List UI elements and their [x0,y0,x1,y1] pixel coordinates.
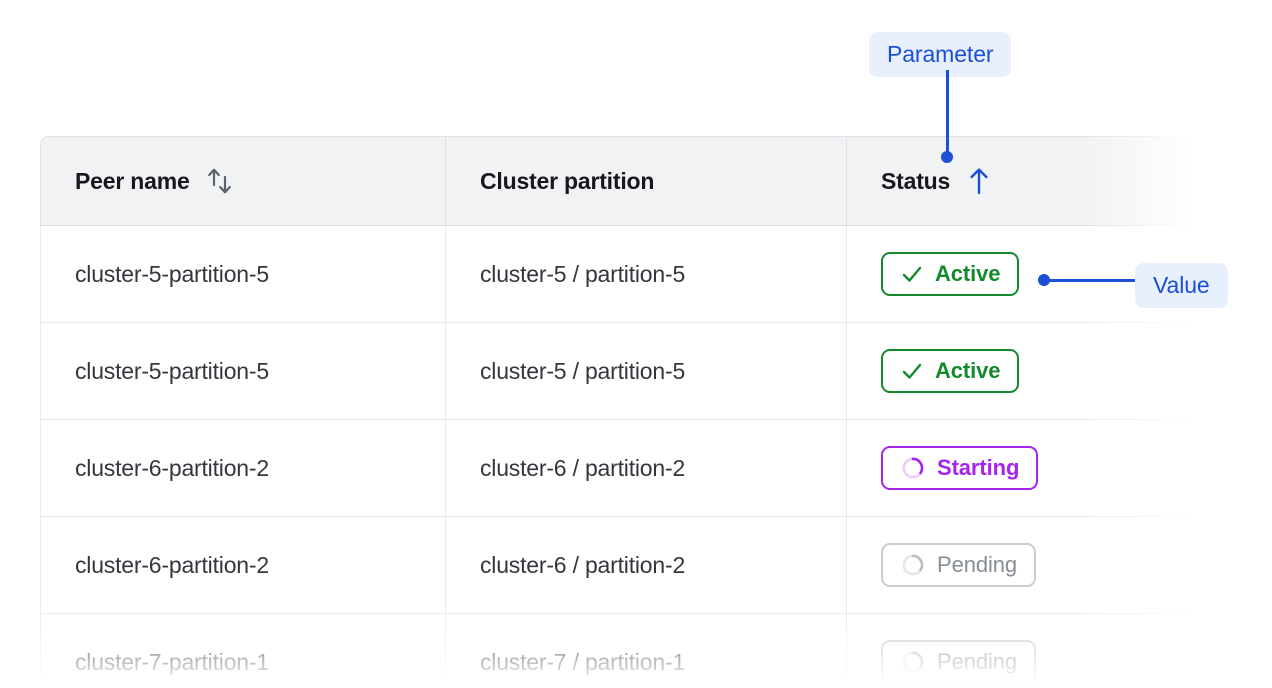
annotation-anchor-dot-parameter [941,151,953,163]
column-header-peer-name[interactable]: Peer name [40,136,445,226]
column-header-peer-name-label: Peer name [75,167,190,194]
status-badge-label: Pending [937,649,1018,674]
sort-updown-icon[interactable] [206,166,234,196]
cell-peer-name: cluster-7-partition-1 [40,614,445,688]
spinner-icon [902,554,924,576]
status-badge: Starting [881,446,1039,490]
status-badge: Active [881,349,1020,393]
data-table-container: Peer name Cluster partit [40,136,1200,688]
cell-cluster-partition: cluster-6 / partition-2 [445,420,846,517]
arrow-up-icon[interactable] [966,166,992,196]
column-header-cluster-partition[interactable]: Cluster partition [445,136,846,226]
cell-status: Active [846,323,1200,420]
status-badge: Pending [881,543,1037,587]
annotation-callout-parameter: Parameter [869,32,1012,77]
cell-cluster-partition: cluster-6 / partition-2 [445,517,846,614]
cell-status: Starting [846,420,1200,517]
status-badge: Active [881,252,1020,296]
status-badge: Pending [881,640,1037,684]
column-header-cluster-partition-label: Cluster partition [480,167,655,194]
table-header: Peer name Cluster partit [40,136,1200,226]
cell-cluster-partition: cluster-5 / partition-5 [445,323,846,420]
status-badge-label: Pending [937,552,1018,577]
cell-status: Pending [846,614,1200,688]
spinner-icon [902,651,924,673]
status-badge-label: Active [935,358,1001,383]
column-header-status-label: Status [881,167,951,194]
annotation-anchor-dot-value [1038,274,1050,286]
annotation-leader-line-parameter [946,70,949,158]
cell-cluster-partition: cluster-7 / partition-1 [445,614,846,688]
annotation-leader-line-value [1049,279,1135,282]
peers-table: Peer name Cluster partit [40,136,1200,688]
cell-cluster-partition: cluster-5 / partition-5 [445,226,846,323]
table-header-row: Peer name Cluster partit [40,136,1200,226]
cell-peer-name: cluster-6-partition-2 [40,517,445,614]
annotation-callout-value: Value [1135,263,1228,308]
cell-status: Pending [846,517,1200,614]
check-icon [902,266,922,282]
cell-peer-name: cluster-5-partition-5 [40,323,445,420]
column-header-status[interactable]: Status [846,136,1200,226]
cell-peer-name: cluster-5-partition-5 [40,226,445,323]
cell-peer-name: cluster-6-partition-2 [40,420,445,517]
check-icon [902,363,922,379]
status-badge-label: Active [935,261,1001,286]
spinner-icon [902,457,924,479]
status-badge-label: Starting [937,455,1020,480]
